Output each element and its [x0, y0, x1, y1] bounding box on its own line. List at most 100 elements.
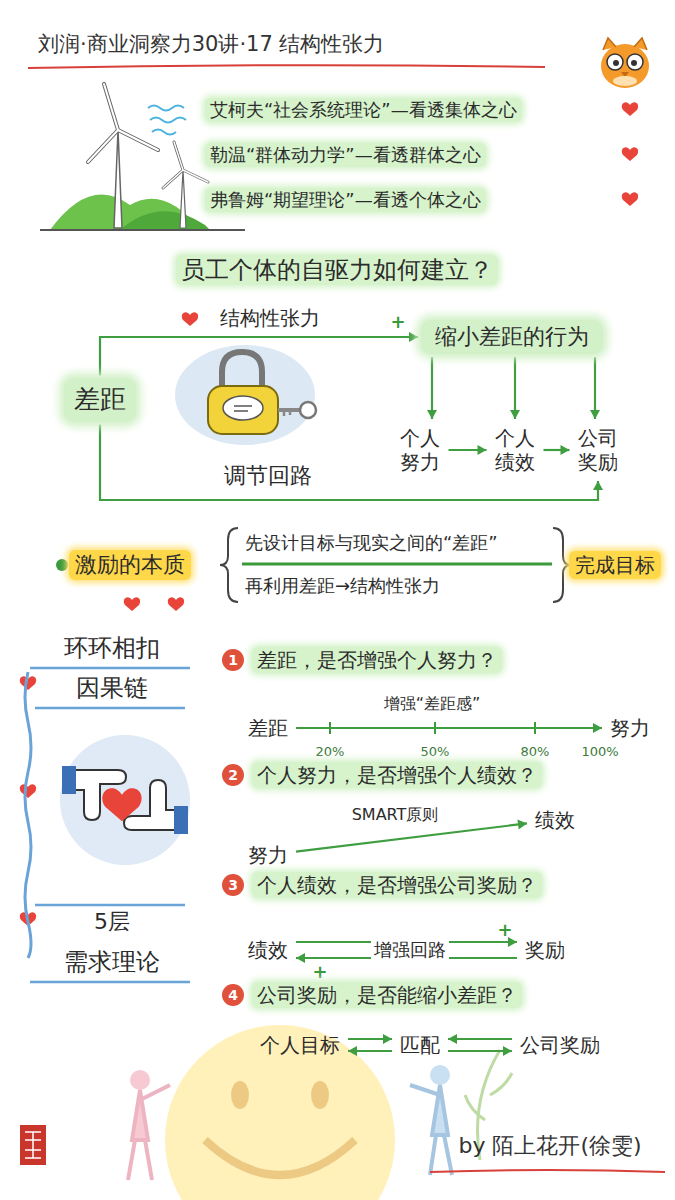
edge-label: 增强回路	[371, 939, 449, 961]
connector	[449, 445, 487, 455]
arrowhead	[503, 1046, 512, 1056]
arrowhead	[510, 410, 520, 419]
heart-part	[622, 192, 638, 206]
arrowhead	[348, 1046, 357, 1056]
smiley-illustration-part	[410, 1085, 452, 1175]
essence-brackets	[56, 528, 571, 602]
wind-turbines-part	[88, 84, 158, 162]
connector-line	[296, 727, 602, 729]
arrowhead	[593, 723, 602, 733]
node-text: 差距	[248, 716, 288, 740]
node-text: 努力	[248, 843, 288, 867]
connector	[348, 1034, 392, 1044]
smiley-illustration-part	[165, 1025, 395, 1200]
node-text: 公司奖励	[578, 426, 619, 474]
edge-label: 结构性张力	[217, 306, 323, 330]
lock-icon-part	[300, 402, 316, 418]
title: 刘润·商业洞察力30讲·17 结构性张力	[38, 32, 384, 57]
question: 个人努力，是否增强个人绩效？	[252, 762, 542, 788]
wind-turbines-part	[148, 106, 186, 135]
panel-title: 需求理论	[64, 948, 160, 977]
connector	[348, 1046, 392, 1056]
lock-icon-part	[208, 386, 278, 434]
arrowhead	[383, 1034, 392, 1044]
node-text: 公司奖励	[520, 1033, 600, 1057]
heart-part	[182, 312, 198, 326]
node-text: 绩效	[248, 938, 288, 962]
connector	[427, 357, 437, 419]
behavior-node: 缩小差距的行为	[421, 320, 603, 354]
step-node: 差距	[243, 712, 293, 744]
percent-label: 20%	[316, 744, 345, 760]
percent-label: 50%	[421, 744, 450, 760]
step-text: 再利用差距→结构性张力	[245, 575, 440, 597]
arrowhead	[409, 332, 418, 342]
step-node: 努力	[605, 712, 655, 744]
loop-name: 调节回路	[224, 463, 312, 489]
arrowhead	[448, 1034, 457, 1044]
heart-part	[168, 597, 184, 611]
heart-part	[124, 597, 140, 611]
connector	[296, 723, 602, 733]
seal-stamp-part	[20, 1125, 46, 1165]
edge-label: 增强“差距感”	[381, 694, 484, 713]
lock-icon-part	[223, 396, 263, 420]
node-text: 个人绩效	[495, 426, 536, 474]
heart-part	[20, 784, 36, 798]
arrowhead	[517, 820, 527, 830]
owl-icon-part	[627, 54, 643, 70]
wind-turbines-part	[114, 130, 122, 228]
panel-title: 环环相扣	[64, 634, 160, 663]
connector-line	[514, 357, 516, 419]
connector	[448, 1046, 512, 1056]
heart-part	[622, 147, 638, 161]
wind-turbines-part	[120, 211, 210, 230]
step-node: 公司奖励	[515, 1029, 605, 1061]
title-underline-part	[28, 65, 545, 68]
node-text: 努力	[610, 716, 650, 740]
owl-icon-part	[601, 44, 649, 88]
panel-frame-part	[30, 668, 190, 982]
effort-node: 个人努力	[395, 422, 446, 478]
heart-part	[622, 102, 638, 116]
caption-underline	[430, 1170, 665, 1172]
caption: by 陌上花开(徐雯)	[458, 1133, 641, 1159]
step-node: 绩效	[243, 934, 293, 966]
smiley-illustration-part	[205, 1140, 355, 1175]
step-node: 努力	[243, 839, 293, 871]
theory-line: 勒温“群体动力学”—看透群体之心	[205, 143, 486, 167]
heart	[20, 102, 638, 926]
performance-node: 个人绩效	[490, 422, 541, 478]
step-text: 先设计目标与现实之间的“差距”	[245, 532, 498, 554]
connector	[100, 332, 418, 375]
connector	[544, 445, 570, 455]
question: 个人绩效，是否增强公司奖励？	[252, 872, 542, 898]
arrowhead	[590, 410, 600, 419]
arrowhead	[478, 445, 487, 455]
connector-line	[448, 1050, 512, 1052]
connector	[100, 425, 603, 500]
connector-line	[296, 823, 527, 851]
theory-line: 艾柯夫“社会系统理论”—看透集体之心	[205, 98, 522, 122]
connector-line	[448, 1038, 512, 1040]
question: 公司奖励，是否能缩小差距？	[252, 982, 522, 1008]
owl-icon-part	[607, 54, 623, 70]
lock-icon-part	[175, 345, 315, 445]
percent-label: 80%	[521, 744, 550, 760]
step-node: 奖励	[520, 934, 570, 966]
node-text: 个人目标	[260, 1033, 340, 1057]
node-text: 绩效	[535, 808, 575, 832]
plus-sign: +	[312, 961, 327, 983]
connector-line	[594, 357, 596, 419]
caption-underline-part	[430, 1170, 665, 1172]
connector-line	[431, 357, 433, 419]
node-text: 匹配	[400, 1033, 440, 1057]
step-node: 匹配	[395, 1029, 445, 1061]
wind-turbines-part	[163, 142, 208, 188]
percent-label: 100%	[581, 744, 618, 760]
owl-icon	[601, 38, 649, 88]
callout-number: 3	[222, 874, 244, 896]
seal-stamp	[20, 1125, 46, 1165]
